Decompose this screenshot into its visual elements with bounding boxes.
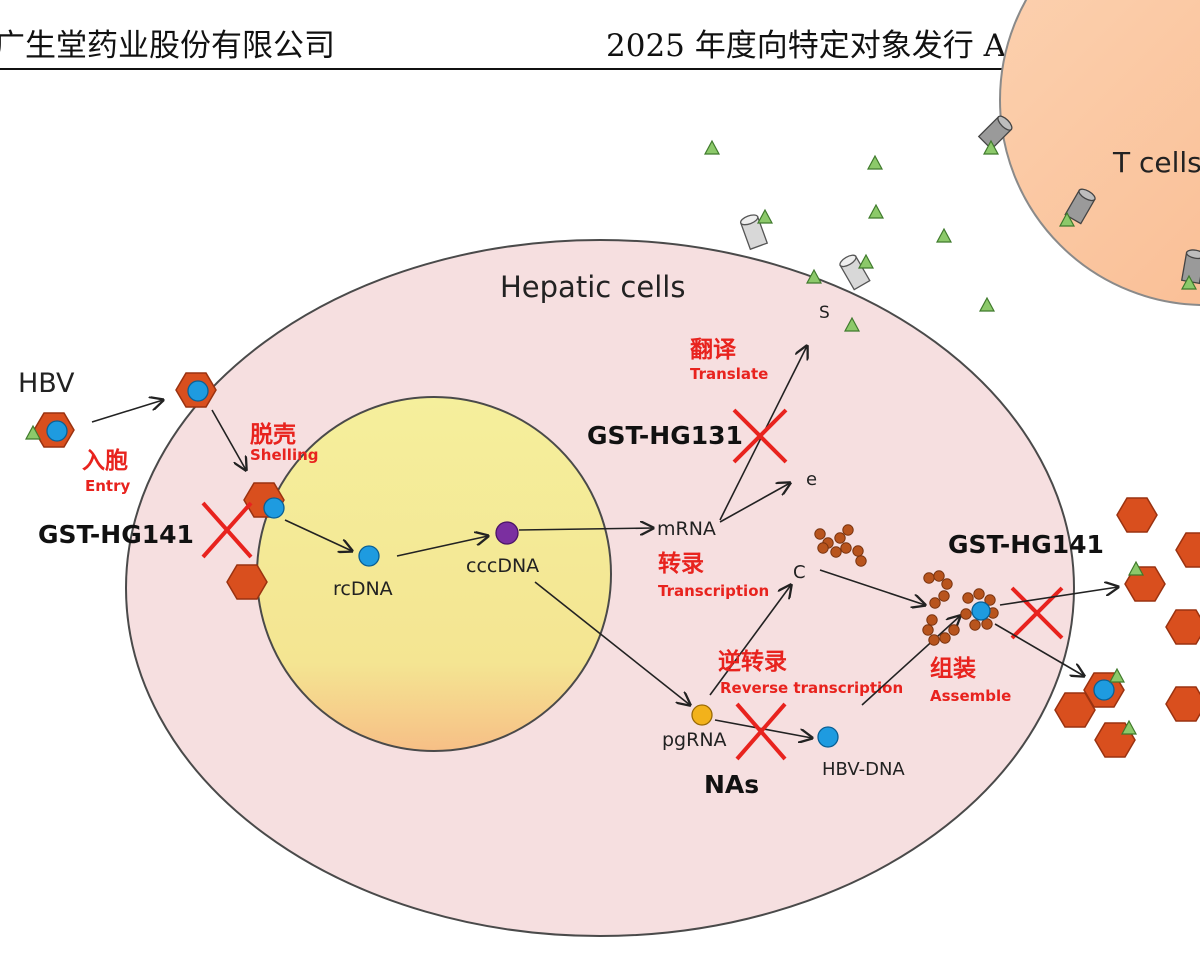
step-translate-en: Translate	[690, 365, 768, 383]
drug-gst-hg141-right: GST-HG141	[948, 530, 1104, 559]
pgrna-dot	[691, 704, 713, 726]
triangle-antigen-icon	[858, 254, 874, 269]
dna-dot	[1093, 679, 1115, 701]
c-label: C	[793, 562, 806, 583]
step-reverse-cn: 逆转录	[718, 648, 787, 675]
arrow-icon	[211, 409, 246, 470]
dna-dot	[263, 497, 285, 519]
arrow-icon	[284, 519, 352, 551]
dna-dot	[46, 420, 68, 442]
step-entry-en: Entry	[85, 477, 130, 495]
mrna-label: mRNA	[657, 518, 716, 540]
header-rule	[0, 68, 1200, 70]
e-label: e	[806, 469, 817, 490]
rcdna-dot	[358, 545, 380, 567]
block-x-icon	[735, 702, 787, 761]
triangle-antigen-icon	[867, 155, 883, 170]
hbv-virion: HBV	[18, 368, 75, 448]
s-label: S	[819, 303, 830, 323]
t-cell: T cells	[978, 0, 1200, 306]
arrow-icon	[819, 569, 925, 605]
hbv-dna-label: HBV-DNA	[822, 759, 905, 780]
arrow-icon	[999, 587, 1118, 606]
arrow-icon	[709, 585, 791, 696]
step-transcription-en: Transcription	[658, 582, 769, 600]
hbv-dna-dot	[817, 726, 839, 748]
arrow-icon	[91, 400, 163, 423]
hexagon-capsid-icon	[1116, 497, 1158, 533]
step-shelling-en: Shelling	[250, 446, 319, 464]
pgrna-label: pgRNA	[662, 729, 727, 751]
hexagon-capsid-icon	[1165, 686, 1200, 722]
triangle-antigen-icon	[936, 228, 952, 243]
arrow-icon	[396, 536, 488, 557]
triangle-antigen-icon	[979, 297, 995, 312]
arrow-icon	[994, 623, 1084, 676]
triangle-antigen-icon	[868, 204, 884, 219]
dna-dot	[971, 601, 991, 621]
released-virions	[1054, 497, 1200, 758]
hexagon-capsid-icon	[1165, 609, 1200, 645]
step-reverse-en: Reverse transcription	[720, 679, 903, 697]
cccdna-label: cccDNA	[466, 555, 539, 577]
cccdna-dot	[495, 521, 519, 545]
arrow-icon	[518, 528, 653, 530]
triangle-antigen-icon	[757, 209, 773, 224]
drug-gst-hg131: GST-HG131	[587, 421, 743, 450]
step-translate-cn: 翻译	[690, 337, 737, 363]
dna-dot	[187, 380, 209, 402]
step-entry-cn: 入胞	[82, 447, 128, 474]
step-assemble-cn: 组装	[930, 655, 976, 682]
step-shelling-cn: 脱壳	[250, 421, 296, 448]
hexagon-capsid-icon	[1175, 532, 1200, 568]
arrow-icon	[534, 581, 690, 705]
block-x-icon	[201, 501, 253, 559]
drug-nas: NAs	[704, 770, 759, 799]
hbv-label: HBV	[18, 368, 75, 399]
triangle-antigen-icon	[704, 140, 720, 155]
step-assemble-en: Assemble	[930, 687, 1011, 705]
arrow-icon	[861, 616, 960, 706]
t-cells-label: T cells	[1112, 146, 1200, 179]
rcdna-label: rcDNA	[333, 578, 393, 600]
step-transcription-cn: 转录	[658, 550, 704, 577]
header-company: 广生堂药业股份有限公司	[0, 28, 335, 64]
arrow-icon	[719, 483, 790, 523]
drug-gst-hg141-left: GST-HG141	[38, 520, 194, 549]
hepatic-cells-label: Hepatic cells	[500, 270, 685, 304]
block-x-icon	[732, 408, 788, 464]
